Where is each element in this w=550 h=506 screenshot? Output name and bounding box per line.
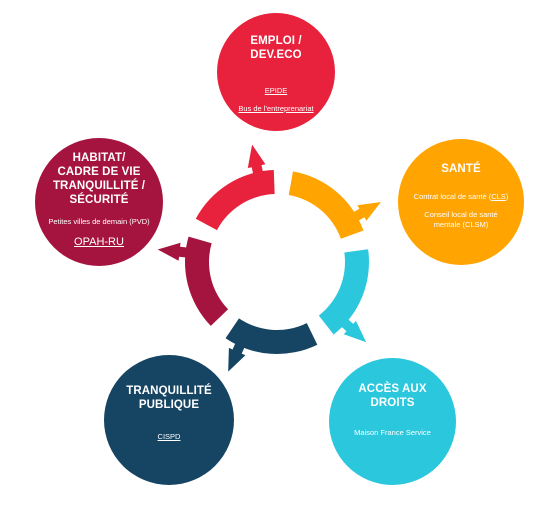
sante-arc: [288, 171, 364, 239]
contrat-local-sante: Contrat local de santé (CLS): [414, 192, 509, 202]
habitat-arc: [185, 236, 229, 326]
clsm-line2: mentale (CLSM): [433, 220, 489, 229]
sante-arrowhead: [343, 202, 381, 227]
acces-title-line2: DROITS: [370, 396, 415, 409]
emploi-title-line2: DEV.ECO: [250, 49, 302, 61]
habitat-title-line4: SÉCURITÉ: [69, 194, 129, 206]
emploi-title: EMPLOI / DEV.ECO: [250, 34, 301, 62]
emploi-title-line1: EMPLOI /: [250, 35, 302, 47]
tranquillite-circle: TRANQUILLITÉ PUBLIQUE CISPD: [104, 355, 234, 485]
petites-villes-demain: Petites villes de demain (PVD): [48, 217, 150, 226]
acces-arc: [318, 249, 369, 335]
cls-link[interactable]: CLS: [491, 192, 506, 201]
bus-entreprenariat-link[interactable]: Bus de l'entreprenariat: [238, 104, 314, 113]
habitat-arrowhead: [157, 242, 198, 261]
acces-title: ACCÈS AUX DROITS: [358, 382, 426, 410]
cls-prefix: Contrat local de santé (: [413, 192, 492, 201]
opah-ru-link[interactable]: OPAH-RU: [74, 236, 124, 248]
emploi-circle: EMPLOI / DEV.ECO EPIDE Bus de l'entrepre…: [217, 13, 335, 131]
tranquillite-title-line2: PUBLIQUE: [138, 399, 200, 411]
habitat-circle: HABITAT/ CADRE DE VIE TRANQUILLITÉ / SÉC…: [35, 138, 163, 266]
maison-france-service: Maison France Service: [354, 427, 431, 437]
habitat-title-line1: HABITAT/: [72, 152, 126, 164]
conseil-local-sante-mentale: Conseil local de santé mentale (CLSM): [424, 210, 497, 230]
emploi-arrowhead: [247, 144, 266, 185]
tranquillite-arc: [225, 318, 318, 354]
acces-arrowhead: [333, 311, 367, 343]
sante-title: SANTÉ: [441, 163, 481, 175]
tranquillite-arrowhead: [228, 333, 249, 372]
habitat-title-line2: CADRE DE VIE: [57, 166, 141, 178]
tranquillite-title: TRANQUILLITÉ PUBLIQUE: [126, 384, 212, 412]
epide-link[interactable]: EPIDE: [264, 86, 288, 95]
acces-title-line1: ACCÈS AUX: [358, 382, 427, 395]
acces-droits-circle: ACCÈS AUX DROITS Maison France Service: [329, 358, 456, 485]
clsm-line1: Conseil local de santé: [424, 210, 498, 219]
habitat-title-line3: TRANQUILLITÉ /: [52, 180, 146, 192]
cls-suffix: ): [505, 192, 509, 201]
sante-circle: SANTÉ Contrat local de santé (CLS) Conse…: [398, 139, 524, 265]
emploi-arc: [195, 170, 275, 231]
tranquillite-title-line1: TRANQUILLITÉ: [126, 385, 212, 397]
habitat-title: HABITAT/ CADRE DE VIE TRANQUILLITÉ / SÉC…: [53, 151, 145, 207]
cispd-link[interactable]: CISPD: [157, 432, 181, 441]
